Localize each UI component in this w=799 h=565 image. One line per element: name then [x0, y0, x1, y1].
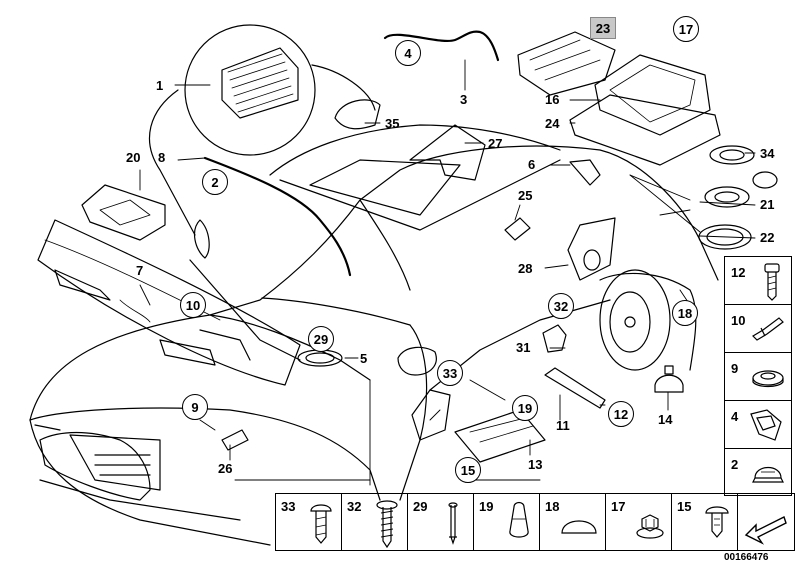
legend-bottom: 33 32 29 19 18 1 — [275, 493, 795, 551]
legend-label: 2 — [731, 457, 739, 472]
plug-14 — [654, 365, 684, 393]
callout-33: 33 — [437, 360, 463, 386]
bracket-30 — [411, 389, 451, 441]
seal-24 — [569, 94, 721, 166]
windshield-seal — [203, 156, 352, 277]
leader-lines — [139, 59, 756, 486]
legend-item-4: 4 — [724, 400, 792, 448]
legend-item-17: 17 — [605, 493, 671, 551]
callout-13: 13 — [528, 457, 543, 472]
legend-item-32: 32 — [341, 493, 407, 551]
clip-icon — [750, 409, 782, 441]
legend-label: 15 — [677, 499, 692, 514]
washers-34-21-22 — [698, 145, 778, 250]
grommet-icon — [752, 370, 784, 388]
callout-35: 35 — [385, 116, 400, 131]
callout-22: 22 — [760, 230, 775, 245]
reference-code: 00166476 — [724, 552, 769, 563]
legend-item-29: 29 — [407, 493, 473, 551]
callout-31: 31 — [516, 340, 531, 355]
detail-magnifier — [148, 24, 376, 236]
legend-label: 12 — [731, 265, 746, 280]
callout-24: 24 — [545, 116, 560, 131]
callout-20: 20 — [126, 150, 141, 165]
callout-2: 2 — [202, 169, 228, 195]
callout-10: 10 — [180, 292, 206, 318]
strip-11 — [544, 367, 606, 409]
cowl-panel — [37, 219, 301, 386]
legend-label: 32 — [347, 499, 362, 514]
legend-label: 10 — [731, 313, 746, 328]
wiper-cover-20 — [81, 184, 166, 241]
bracket-27 — [409, 124, 486, 181]
screw-icon — [764, 263, 780, 301]
legend-item-arrow — [737, 493, 795, 551]
wiper-arm — [189, 219, 301, 361]
callout-26: 26 — [218, 461, 233, 476]
threaded-screw-icon — [376, 500, 398, 549]
legend-item-19: 19 — [473, 493, 539, 551]
legend-item-9: 9 — [724, 352, 792, 400]
legend-item-10: 10 — [724, 304, 792, 352]
rubber-buffer-icon — [509, 501, 529, 538]
legend-label: 4 — [731, 409, 739, 424]
callout-28: 28 — [518, 261, 533, 276]
legend-item-12: 12 — [724, 256, 792, 304]
tray-23 — [517, 31, 616, 96]
plug-icon — [752, 466, 784, 483]
cover-13 — [454, 409, 546, 463]
legend-label: 33 — [281, 499, 296, 514]
legend-label: 9 — [731, 361, 739, 376]
bracket-6 — [569, 159, 601, 186]
pin-icon — [448, 502, 458, 545]
callout-15: 15 — [455, 457, 481, 483]
tray-16 — [594, 54, 711, 136]
callout-23: 23 — [590, 17, 616, 39]
callout-21: 21 — [760, 197, 775, 212]
buffer-31 — [542, 324, 567, 353]
callout-6: 6 — [528, 157, 536, 172]
legend-item-18: 18 — [539, 493, 605, 551]
callout-17: 17 — [673, 16, 699, 42]
screw-icon — [310, 504, 332, 544]
push-rivet-icon — [705, 506, 729, 538]
clip-25 — [504, 217, 531, 241]
callout-32: 32 — [548, 293, 574, 319]
callout-19: 19 — [512, 395, 538, 421]
callout-16: 16 — [545, 92, 560, 107]
callout-14: 14 — [658, 412, 673, 427]
legend-label: 19 — [479, 499, 494, 514]
callout-8: 8 — [158, 150, 166, 165]
callout-18: 18 — [672, 300, 698, 326]
callout-5: 5 — [360, 351, 368, 366]
callout-29: 29 — [308, 326, 334, 352]
nut-icon — [636, 514, 664, 539]
legend-item-2: 2 — [724, 448, 792, 496]
callout-25: 25 — [518, 188, 533, 203]
legend-label: 17 — [611, 499, 626, 514]
callout-34: 34 — [760, 146, 775, 161]
legend-item-33: 33 — [275, 493, 341, 551]
cover-28 — [567, 217, 616, 281]
bracket-35 — [334, 99, 381, 130]
legend-label: 18 — [545, 499, 560, 514]
clip-26 — [221, 429, 249, 451]
callout-9: 9 — [182, 394, 208, 420]
callout-3: 3 — [460, 92, 468, 107]
expanding-rivet-icon — [752, 317, 784, 341]
hose-4 — [383, 30, 500, 62]
callout-11: 11 — [556, 418, 570, 433]
car-body-outline — [29, 124, 719, 546]
callout-4: 4 — [395, 40, 421, 66]
callout-27: 27 — [488, 136, 503, 151]
arrow-icon — [744, 516, 787, 545]
callout-7: 7 — [136, 263, 144, 278]
legend-item-15: 15 — [671, 493, 737, 551]
legend-right: 12 10 9 4 2 — [724, 256, 792, 496]
callout-1: 1 — [156, 78, 164, 93]
legend-label: 29 — [413, 499, 428, 514]
cap-icon — [561, 520, 597, 534]
callout-12: 12 — [608, 401, 634, 427]
